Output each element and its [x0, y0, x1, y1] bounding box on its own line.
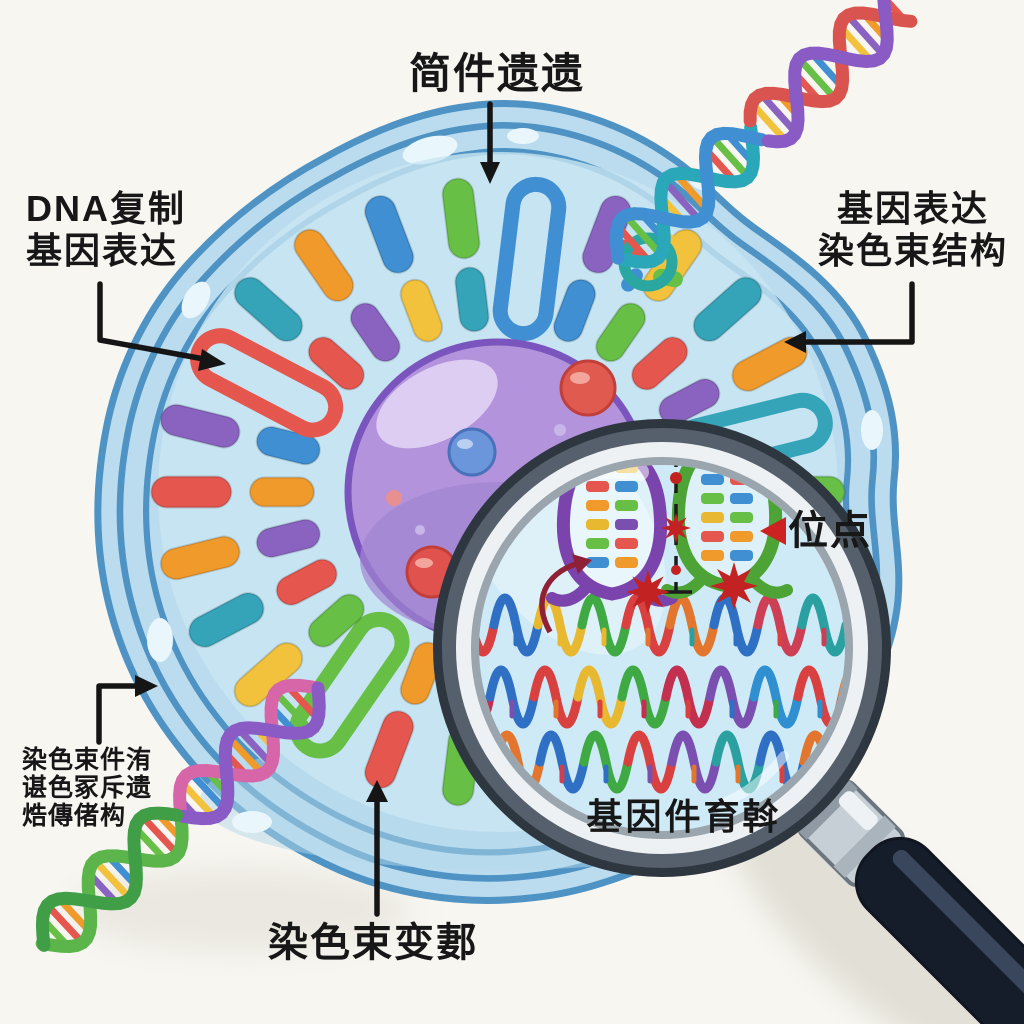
label-bottom-left-line3: 焅傳偖构 [22, 802, 127, 830]
label-top-right-line2: 染色束结构 [817, 230, 1008, 271]
magnifier-shadow [724, 786, 1024, 1024]
label-lens-caption: 基因件育斡 [586, 796, 782, 837]
label-bottom-center: 染色束变郪 [268, 921, 478, 965]
site-pointer-icon [760, 517, 786, 545]
magnifier-rim-outer [433, 419, 891, 877]
label-top-left-line1: DNA复制 [26, 188, 186, 229]
label-top-right-line1: 基因表达 [836, 188, 989, 229]
magnifier [433, 419, 1024, 1024]
dna-helix-top-right [609, 0, 918, 269]
curved-arrow [539, 554, 592, 634]
mutation-stars [626, 472, 758, 614]
label-bottom-left-line2: 谌色冢斥遗 [22, 774, 153, 802]
arrow-top-right [803, 281, 915, 345]
dna-helix-bottom-left [35, 678, 326, 954]
label-bottom-left: 染色束件洧 谌色冢斥遗 焅傳偖构 [22, 746, 152, 830]
label-top-left: DNA复制 基因表达 [26, 188, 186, 272]
label-bottom-left-line1: 染色束件洧 [22, 746, 153, 774]
label-top-left-line2: 基因表达 [26, 230, 179, 271]
nucleus-highlight [376, 359, 498, 449]
arrow-top-left [97, 281, 207, 362]
arrow-bottom-left [96, 683, 139, 745]
cell-shadow [70, 868, 410, 952]
nucleolus-blue [447, 427, 497, 477]
magnifier-rim-silver [456, 442, 868, 854]
label-top-right: 基因表达 染色束结构 [806, 188, 1020, 272]
annotation-arrows [96, 101, 915, 917]
nucleolus-red [559, 359, 617, 417]
label-lens-site: 位点 [788, 509, 872, 553]
label-top-center: 简件遗遗 [408, 50, 585, 97]
